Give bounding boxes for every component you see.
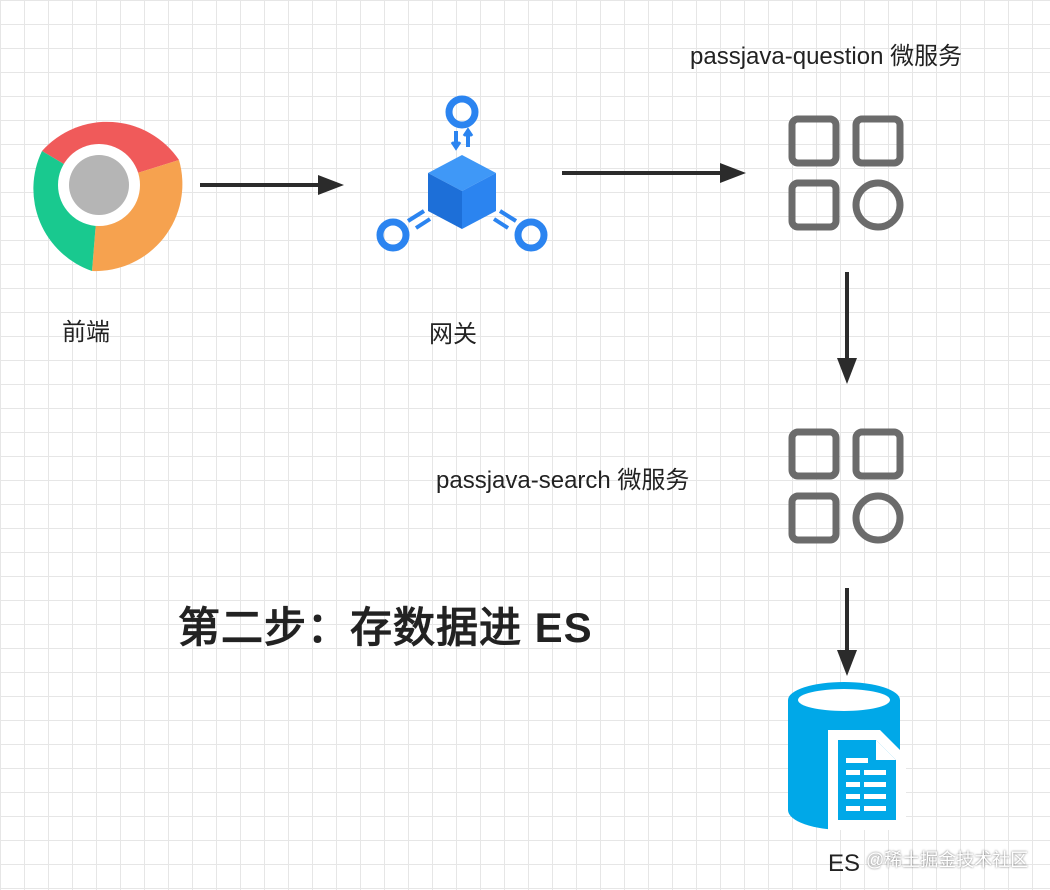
arrow-gateway-to-question bbox=[562, 163, 746, 183]
database-document-icon bbox=[788, 682, 906, 830]
gateway-node bbox=[376, 95, 548, 255]
search-service-label: passjava-search 微服务 bbox=[436, 467, 690, 494]
es-node bbox=[784, 680, 914, 834]
gateway-cube-icon bbox=[376, 95, 548, 252]
question-service-label: passjava-question 微服务 bbox=[690, 43, 963, 70]
watermark: @稀土掘金技术社区 bbox=[866, 850, 1029, 870]
search-service-node bbox=[788, 428, 904, 544]
arrow-question-to-search bbox=[837, 272, 857, 384]
frontend-label: 前端 bbox=[62, 319, 110, 346]
es-label: ES bbox=[828, 850, 861, 877]
step-title: 第二步：存数据进 ES bbox=[178, 604, 593, 651]
microservice-grid-icon bbox=[788, 115, 904, 231]
arrow-frontend-to-gateway bbox=[200, 175, 344, 195]
microservice-grid-icon bbox=[788, 428, 904, 544]
chrome-browser-icon bbox=[33, 121, 183, 272]
frontend-node bbox=[12, 98, 186, 272]
question-service-node bbox=[788, 115, 904, 231]
arrow-search-to-es bbox=[837, 588, 857, 676]
gateway-label: 网关 bbox=[429, 321, 477, 348]
